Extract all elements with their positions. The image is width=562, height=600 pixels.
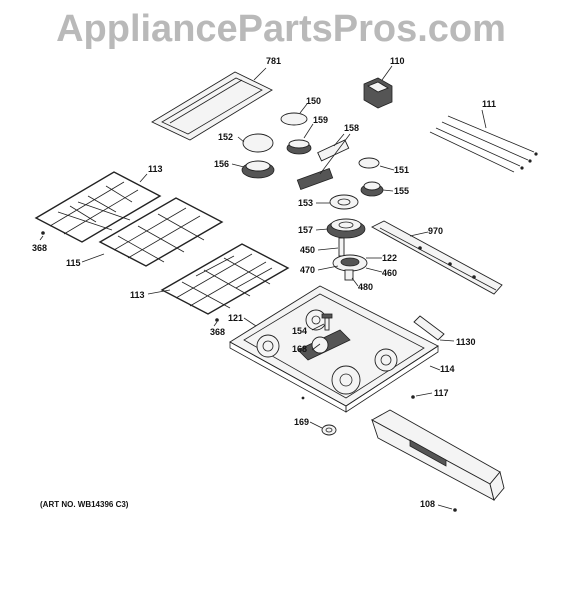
leader-lines (39, 65, 487, 510)
front-trim-panel (371, 409, 505, 501)
burner-ring-153 (329, 194, 359, 210)
screw-368-left (41, 231, 45, 235)
callout-970: 970 (428, 226, 443, 236)
art-number: (ART NO. WB14396 C3) (40, 500, 129, 509)
ignitor-158 (296, 139, 350, 191)
burner-head-156 (241, 160, 275, 179)
callout-158: 158 (344, 123, 359, 133)
callout-470: 470 (300, 265, 315, 275)
callout-156: 156 (214, 159, 229, 169)
burner-head-159 (286, 139, 312, 155)
burner-base (332, 237, 368, 281)
burner-cap-150 (280, 112, 308, 126)
callout-117: 117 (434, 388, 449, 398)
screw-368-bottom (215, 318, 219, 322)
callout-113-bottom: 113 (130, 290, 145, 300)
cooktop-main-top (229, 285, 439, 413)
callout-108: 108 (420, 499, 435, 509)
grate-113-top (34, 171, 162, 243)
burner-cap-152 (242, 133, 274, 153)
grate-113-bottom (160, 243, 290, 315)
callout-168: 168 (292, 344, 307, 354)
burner-cap-151 (358, 157, 380, 169)
callout-460: 460 (382, 268, 397, 278)
callout-155: 155 (394, 186, 409, 196)
callout-1130: 1130 (456, 337, 476, 347)
callout-150: 150 (306, 96, 321, 106)
callout-110: 110 (390, 56, 405, 66)
screw-108 (453, 508, 457, 512)
bracket-1130 (413, 315, 445, 341)
callout-368-bottom: 368 (210, 327, 225, 337)
grate-115-middle (98, 197, 224, 267)
callout-121: 121 (228, 313, 243, 323)
burner-157 (326, 218, 366, 239)
callout-781: 781 (266, 56, 281, 66)
burner-head-155 (360, 181, 384, 197)
callout-114: 114 (440, 364, 455, 374)
callout-154: 154 (292, 326, 307, 336)
callout-111: 111 (482, 99, 496, 109)
callout-159: 159 (313, 115, 328, 125)
callout-151: 151 (394, 165, 409, 175)
grommet-169 (321, 424, 337, 436)
callout-113-top: 113 (148, 164, 163, 174)
callout-157: 157 (298, 225, 313, 235)
screw-small (301, 396, 305, 400)
wire-harness (429, 115, 538, 173)
bracket-part (363, 77, 393, 109)
callout-122: 122 (382, 253, 397, 263)
callout-450: 450 (300, 245, 315, 255)
bolt-154 (321, 313, 333, 331)
callout-153: 153 (298, 198, 313, 208)
griddle-tray (151, 71, 273, 141)
callout-480: 480 (358, 282, 373, 292)
screw-117 (411, 395, 415, 399)
callout-152: 152 (218, 132, 233, 142)
side-rail-970 (371, 220, 503, 295)
watermark: AppliancePartsPros.com (56, 8, 506, 50)
callout-368-left: 368 (32, 243, 47, 253)
callout-169: 169 (294, 417, 309, 427)
callout-115: 115 (66, 258, 81, 268)
